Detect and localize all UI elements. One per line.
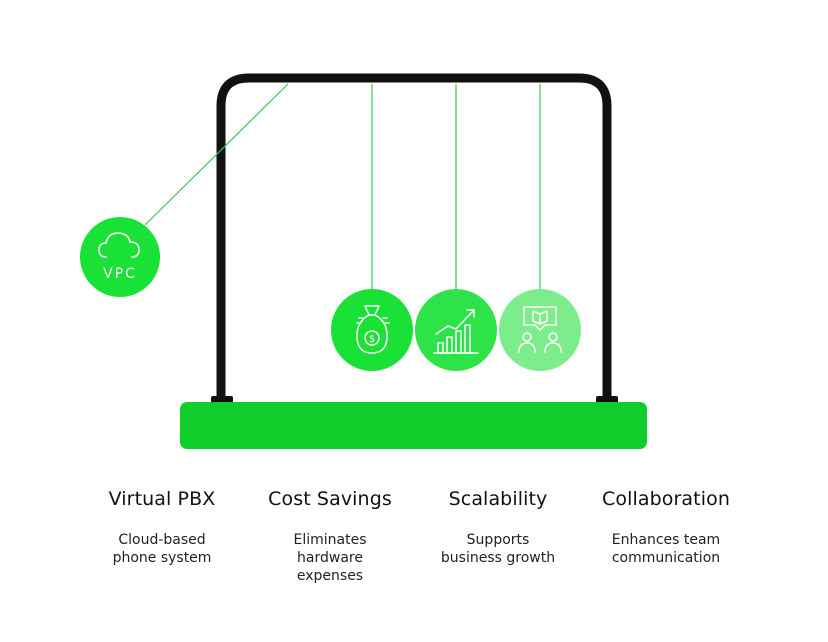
ball-vpc: VPC [80, 217, 160, 297]
ball-scale [415, 289, 497, 371]
caption-description: Enhances team communication [611, 532, 721, 566]
ball-collab [499, 289, 581, 371]
caption-title: Collaboration [602, 488, 730, 510]
caption-scalability: Scalability Supports business growth [408, 488, 588, 567]
team-board-icon [518, 306, 562, 353]
caption-description: Cloud-based phone system [112, 532, 212, 566]
string-vpc [144, 83, 289, 226]
ball-vpc-label: VPC [103, 266, 137, 282]
svg-text:$: $ [369, 334, 375, 345]
caption-cost-savings: Cost Savings Eliminates hardware expense… [240, 488, 420, 585]
cloud-icon [98, 232, 140, 258]
caption-virtual-pbx: Virtual PBX Cloud-based phone system [72, 488, 252, 567]
cradle-base [180, 402, 647, 449]
caption-title: Scalability [448, 488, 548, 510]
ball-cost: $ [331, 289, 413, 371]
growth-chart-icon [433, 309, 479, 354]
caption-description: Eliminates hardware expenses [293, 532, 367, 584]
cradle-frame [216, 73, 612, 403]
frame-foot-right [596, 396, 618, 403]
caption-title: Cost Savings [268, 488, 392, 510]
frame-foot-left [211, 396, 233, 403]
caption-description: Supports business growth [440, 532, 556, 566]
money-bag-icon: $ [356, 305, 390, 354]
caption-title: Virtual PBX [108, 488, 216, 510]
caption-collaboration: Collaboration Enhances team communicatio… [576, 488, 756, 567]
